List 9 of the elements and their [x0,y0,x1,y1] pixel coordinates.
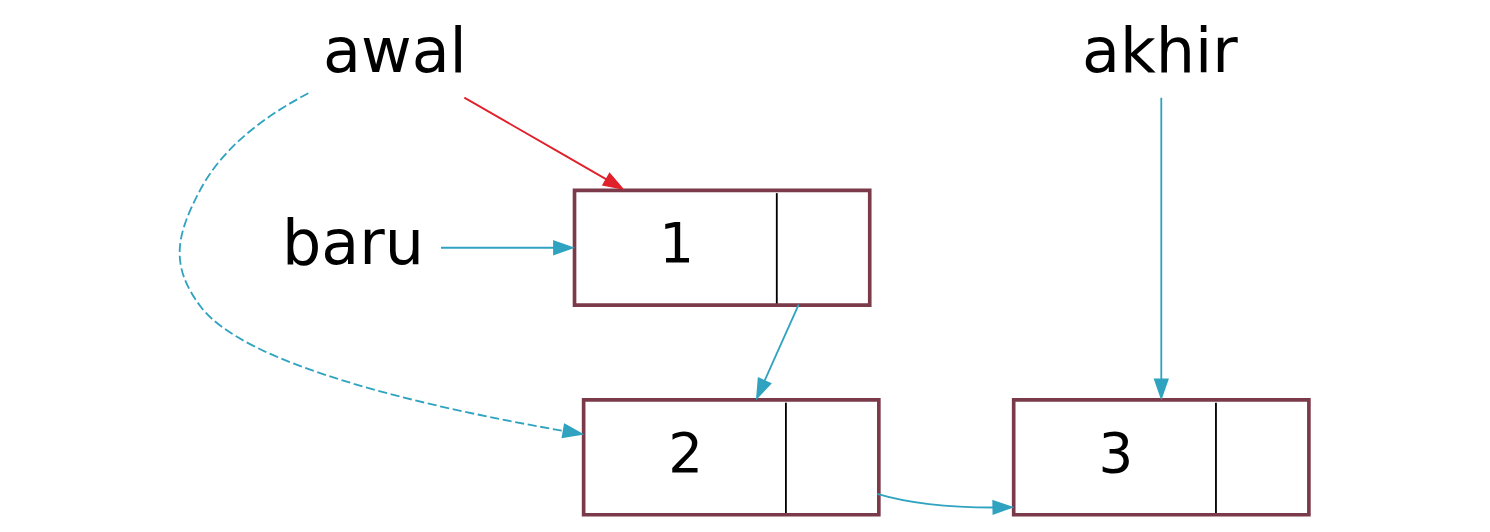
arrow [178,92,585,439]
node-text: awal [323,14,467,88]
arrow [755,303,800,401]
node-text: baru [282,205,425,279]
arrow [463,96,625,190]
arrow [876,492,1015,516]
arrow [1153,96,1169,401]
node-text: akhir [1082,14,1238,88]
arrow [440,240,575,256]
